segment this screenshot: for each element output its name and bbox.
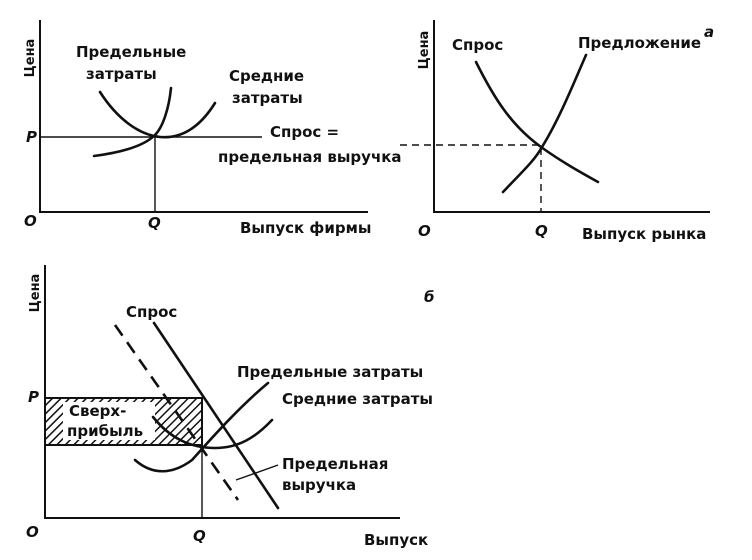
- monopoly-x-axis-label: Выпуск: [364, 531, 428, 549]
- firm-average-cost-curve: [98, 90, 217, 139]
- market-demand-label: Спрос: [452, 36, 503, 54]
- monopoly-mr-label-2: выручка: [282, 476, 356, 494]
- monopoly-origin-label: O: [26, 523, 39, 541]
- firm-graph: Цена O P Q Выпуск фирмы Предельные затра…: [23, 20, 540, 237]
- market-axes: [433, 20, 710, 213]
- monopoly-quantity-label: Q: [193, 527, 206, 545]
- market-supply-curve: [501, 53, 588, 194]
- monopoly-axes: [44, 265, 400, 519]
- firm-demand-label-2: предельная выручка: [218, 148, 402, 166]
- monopoly-mc-label: Предельные затраты: [237, 363, 423, 381]
- firm-quantity-label: Q: [148, 214, 161, 232]
- market-x-axis-label: Выпуск рынка: [582, 225, 706, 243]
- panel-b-marker: б: [424, 288, 434, 306]
- market-origin-label: O: [418, 222, 431, 240]
- firm-mc-label-1: Предельные: [76, 43, 186, 61]
- monopoly-demand-curve: [152, 321, 280, 510]
- excess-profit-label-2: прибыль: [67, 422, 143, 440]
- panel-a-marker: а: [704, 23, 714, 41]
- firm-mc-label-2: затраты: [86, 65, 157, 83]
- monopoly-ac-label: Средние затраты: [282, 390, 433, 408]
- excess-profit-label-background: [63, 402, 155, 440]
- market-supply-label: Предложение: [578, 34, 701, 52]
- monopoly-marginal-cost-curve: [133, 381, 270, 473]
- monopoly-mr-label-1: Предельная: [282, 455, 388, 473]
- monopoly-mr-pointer: [235, 464, 279, 481]
- monopoly-marginal-revenue-curve: [113, 324, 240, 501]
- excess-profit-label-1: Сверх-: [69, 402, 126, 420]
- monopoly-graph: Цена O P Q Выпуск б Сверх- прибыль Спрос…: [26, 265, 434, 549]
- firm-x-axis-label: Выпуск фирмы: [240, 219, 371, 237]
- firm-ac-label-2: затраты: [232, 89, 303, 107]
- firm-y-axis-label: Цена: [23, 39, 38, 78]
- firm-price-label: P: [26, 128, 37, 146]
- firm-demand-label-1: Спрос =: [270, 123, 339, 141]
- monopoly-price-label: P: [28, 388, 39, 406]
- market-quantity-label: Q: [535, 222, 548, 240]
- market-demand-curve: [474, 60, 600, 184]
- market-graph: Цена O Q Выпуск рынка а Спрос Предложени…: [417, 20, 714, 243]
- market-y-axis-label: Цена: [417, 31, 432, 70]
- firm-ac-label-1: Средние: [229, 67, 304, 85]
- firm-origin-label: O: [24, 212, 37, 230]
- monopoly-y-axis-label: Цена: [28, 274, 43, 313]
- firm-axes: [39, 20, 368, 213]
- monopoly-average-cost-curve: [151, 415, 274, 450]
- monopoly-demand-label: Спрос: [126, 303, 177, 321]
